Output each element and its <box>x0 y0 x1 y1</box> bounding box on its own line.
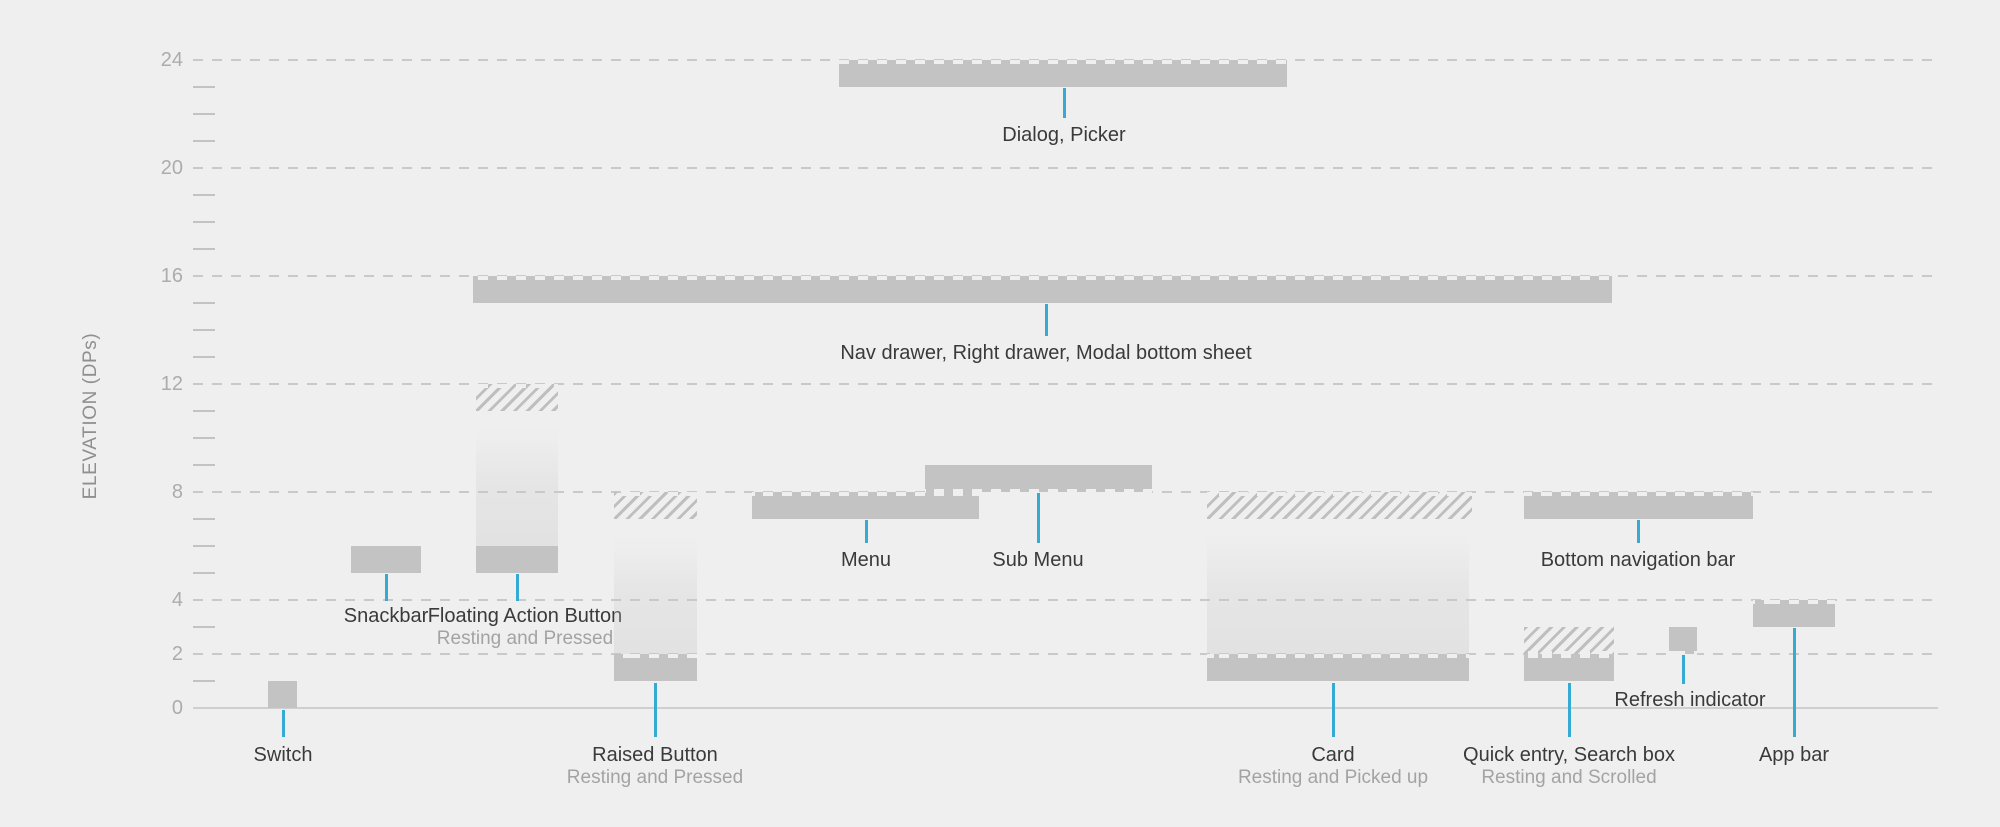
y-tick-label-0: 0 <box>171 697 183 719</box>
bar-quick-entry-search-box-hatched <box>1524 627 1614 655</box>
component-label-switch: Switch <box>253 744 313 766</box>
leader-line-raised-button <box>654 683 657 737</box>
y-minor-tick-7 <box>193 518 215 520</box>
y-tick-label-8: 8 <box>171 481 183 503</box>
gridline-notch <box>1524 651 1614 655</box>
y-tick-label-16: 16 <box>160 265 183 287</box>
bar-dialog-picker-solid <box>839 60 1287 87</box>
bar-refresh-indicator-solid <box>1669 627 1697 655</box>
gridline-2 <box>193 653 1938 655</box>
component-label-bottom-navigation-bar: Bottom navigation bar <box>1540 549 1736 571</box>
component-label-card: Card <box>1311 744 1355 766</box>
gridline-notch <box>476 384 558 388</box>
bar-card-solid <box>1207 654 1469 681</box>
component-label-nav-drawer: Nav drawer, Right drawer, Modal bottom s… <box>840 342 1252 364</box>
gridline-notch <box>1207 492 1472 496</box>
y-tick-label-24: 24 <box>160 49 183 71</box>
leader-line-nav-drawer <box>1045 304 1048 336</box>
gridline-4 <box>193 599 1938 601</box>
y-minor-tick-18 <box>193 221 215 223</box>
leader-line-switch <box>282 710 285 737</box>
y-minor-tick-17 <box>193 248 215 250</box>
component-label-snackbar: Snackbar <box>343 605 429 627</box>
y-tick-label-2: 2 <box>171 643 183 665</box>
y-tick-label-12: 12 <box>160 373 183 395</box>
y-axis-title: ELEVATION (DPs) <box>80 332 101 500</box>
bar-floating-action-button-hatched <box>476 384 558 411</box>
bar-sub-menu-solid <box>925 465 1152 493</box>
bar-switch-solid <box>268 681 297 708</box>
y-minor-tick-14 <box>193 329 215 331</box>
y-minor-tick-9 <box>193 464 215 466</box>
leader-line-app-bar <box>1793 628 1796 737</box>
gridline-notch <box>473 276 1612 280</box>
gridline-notch <box>1207 654 1469 658</box>
bar-app-bar-solid <box>1753 600 1835 627</box>
component-sublabel-floating-action-button: Resting and Pressed <box>436 628 614 649</box>
gridline-notch <box>614 492 697 496</box>
component-label-refresh-indicator: Refresh indicator <box>1614 689 1766 711</box>
bar-nav-drawer-solid <box>473 276 1612 303</box>
y-minor-tick-1 <box>193 680 215 682</box>
component-label-menu: Menu <box>840 549 892 571</box>
bar-bottom-navigation-bar-solid <box>1524 492 1753 519</box>
leader-line-card <box>1332 683 1335 737</box>
bar-menu-solid <box>752 492 979 519</box>
gridline-notch <box>925 489 1152 493</box>
gridline-12 <box>193 383 1938 385</box>
gridline-notch <box>1753 600 1835 604</box>
gridline-notch <box>752 492 979 496</box>
gridline-notch <box>1669 651 1697 655</box>
component-label-app-bar: App bar <box>1758 744 1830 766</box>
y-minor-tick-23 <box>193 86 215 88</box>
gridline-0 <box>193 707 1938 709</box>
y-tick-label-4: 4 <box>171 589 183 611</box>
component-label-floating-action-button: Floating Action Button <box>427 605 623 627</box>
y-minor-tick-22 <box>193 113 215 115</box>
y-minor-tick-11 <box>193 410 215 412</box>
y-minor-tick-6 <box>193 545 215 547</box>
bar-floating-action-button-solid <box>476 546 558 573</box>
bar-raised-button-solid <box>614 654 697 681</box>
bar-raised-button-hatched <box>614 492 697 519</box>
bar-floating-action-button-gradient <box>476 427 558 546</box>
y-minor-tick-5 <box>193 572 215 574</box>
gridline-20 <box>193 167 1938 169</box>
y-tick-label-20: 20 <box>160 157 183 179</box>
leader-line-snackbar <box>385 574 388 601</box>
component-label-quick-entry-search-box: Quick entry, Search box <box>1463 744 1675 766</box>
bar-snackbar-solid <box>351 546 421 573</box>
component-label-dialog-picker: Dialog, Picker <box>1002 124 1126 146</box>
leader-line-sub-menu <box>1037 493 1040 543</box>
y-minor-tick-21 <box>193 140 215 142</box>
leader-line-bottom-navigation-bar <box>1637 520 1640 543</box>
y-minor-tick-3 <box>193 626 215 628</box>
gridline-notch <box>1524 492 1753 496</box>
leader-line-menu <box>865 520 868 543</box>
leader-line-refresh-indicator <box>1682 655 1685 684</box>
bar-raised-button-gradient <box>614 535 697 654</box>
leader-line-dialog-picker <box>1063 88 1066 118</box>
leader-line-quick-entry-search-box <box>1568 683 1571 737</box>
y-minor-tick-13 <box>193 356 215 358</box>
y-minor-tick-19 <box>193 194 215 196</box>
gridline-notch <box>1524 654 1614 658</box>
bar-card-hatched <box>1207 492 1472 519</box>
y-minor-tick-10 <box>193 437 215 439</box>
component-sublabel-quick-entry-search-box: Resting and Scrolled <box>1481 767 1657 788</box>
gridline-notch <box>839 60 1287 64</box>
bar-quick-entry-search-box-solid <box>1524 654 1614 681</box>
component-label-sub-menu: Sub Menu <box>992 549 1084 571</box>
bar-card-gradient <box>1207 532 1469 654</box>
y-minor-tick-15 <box>193 302 215 304</box>
leader-line-floating-action-button <box>516 574 519 601</box>
component-label-raised-button: Raised Button <box>592 744 718 766</box>
component-sublabel-card: Resting and Picked up <box>1237 767 1429 788</box>
gridline-notch <box>614 654 697 658</box>
component-sublabel-raised-button: Resting and Pressed <box>566 767 744 788</box>
